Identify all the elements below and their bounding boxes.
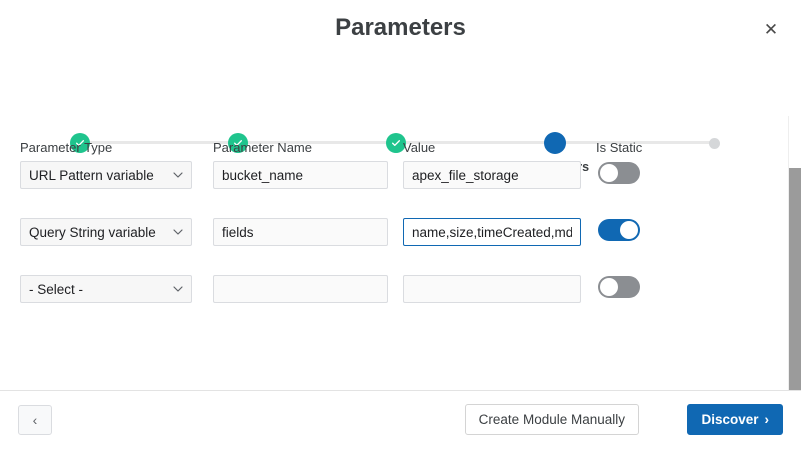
- dialog-header: Parameters ✕: [0, 0, 801, 58]
- wizard-stepper: Parameters: [0, 58, 801, 174]
- parameter-name-input-row-1[interactable]: [213, 161, 388, 189]
- vertical-scrollbar[interactable]: [788, 116, 801, 390]
- active-step-dot-icon: [544, 132, 566, 154]
- parameter-value-input-row-3[interactable]: [403, 275, 581, 303]
- discover-button[interactable]: Discover ›: [687, 404, 783, 435]
- parameter-name-input-row-3[interactable]: [213, 275, 388, 303]
- scrollbar-thumb[interactable]: [789, 168, 801, 390]
- check-circle-icon: [228, 133, 248, 153]
- column-header-is-static: Is Static: [596, 140, 643, 155]
- discover-button-label: Discover: [701, 412, 759, 427]
- column-header-value: Value: [403, 140, 436, 155]
- page-title: Parameters: [335, 14, 466, 41]
- chevron-right-icon: ›: [764, 412, 770, 427]
- is-static-toggle-row-2[interactable]: [598, 219, 640, 241]
- parameter-type-select-row-2-value: Query String variable: [20, 218, 192, 246]
- close-icon[interactable]: ✕: [759, 18, 783, 42]
- back-button[interactable]: ‹: [18, 405, 52, 435]
- chevron-down-icon: [173, 284, 183, 294]
- chevron-down-icon: [173, 227, 183, 237]
- parameter-type-select-row-3[interactable]: - Select -: [20, 275, 192, 303]
- parameter-type-select-row-1-value: URL Pattern variable: [20, 161, 192, 189]
- create-module-manually-button[interactable]: Create Module Manually: [464, 404, 639, 435]
- is-static-toggle-row-3[interactable]: [598, 276, 640, 298]
- parameter-type-select-row-2[interactable]: Query String variable: [20, 218, 192, 246]
- check-circle-icon: [70, 133, 90, 153]
- toggle-knob: [600, 278, 618, 296]
- parameter-value-input-row-1[interactable]: [403, 161, 581, 189]
- chevron-down-icon: [173, 170, 183, 180]
- parameter-name-input-row-2[interactable]: [213, 218, 388, 246]
- check-circle-icon: [386, 133, 406, 153]
- parameter-type-select-row-3-value: - Select -: [20, 275, 192, 303]
- toggle-knob: [620, 221, 638, 239]
- is-static-toggle-row-1[interactable]: [598, 162, 640, 184]
- column-header-parameter-type: Parameter Type: [20, 140, 113, 155]
- column-header-parameter-name: Parameter Name: [213, 140, 312, 155]
- toggle-knob: [600, 164, 618, 182]
- pending-step-dot-icon: [709, 138, 720, 149]
- dialog-body: Parameter Type Parameter Name Value Is S…: [0, 116, 801, 390]
- parameter-type-select-row-1[interactable]: URL Pattern variable: [20, 161, 192, 189]
- dialog-footer: ‹ Create Module Manually Discover ›: [0, 390, 801, 449]
- parameter-value-input-row-2[interactable]: [403, 218, 581, 246]
